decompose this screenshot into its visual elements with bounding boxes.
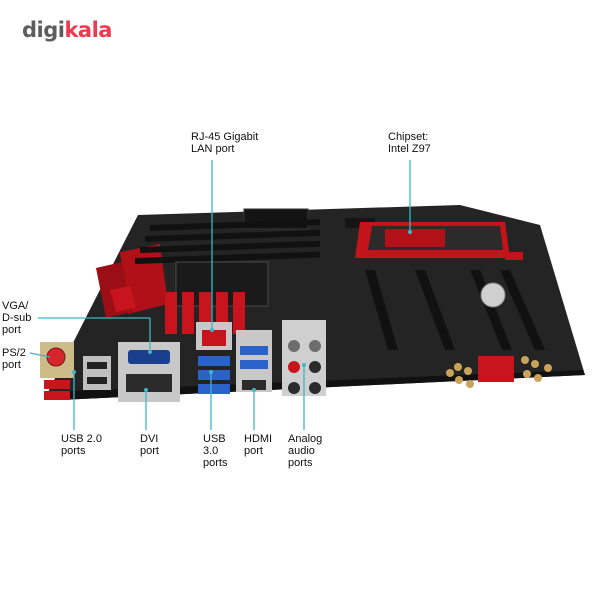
usb3-hdmi-ports: [236, 330, 272, 392]
audio-capacitors: [446, 356, 552, 388]
lan-usb3-ports: [196, 322, 232, 394]
usb2-label: USB 2.0 ports: [61, 433, 102, 457]
digikala-logo: digikala: [22, 18, 112, 42]
dvi-label: DVI port: [140, 433, 159, 457]
leader-lines: [29, 160, 411, 430]
usb2-ports: [44, 356, 111, 400]
ps2-label: PS/2 port: [2, 347, 26, 371]
audio-chip: [478, 356, 514, 382]
rj45-label: RJ-45 Gigabit LAN port: [191, 131, 259, 155]
ps2-port: [40, 342, 74, 378]
chipset-label: Chipset: Intel Z97: [388, 131, 431, 155]
vga-label: VGA/ D-sub port: [2, 300, 32, 336]
pcie-slots: [365, 270, 545, 350]
hdmi-label: HDMI port: [244, 433, 273, 457]
audio-ports: [282, 320, 326, 396]
cmos-battery: [480, 282, 506, 308]
usb3-label: USB 3.0 ports: [203, 433, 228, 469]
ps2-leader: [29, 352, 51, 358]
msi-dragon-logo: [385, 229, 445, 247]
audio-label: Analog audio ports: [288, 433, 323, 469]
vga-leader: [38, 317, 151, 352]
ram-slots: [135, 219, 321, 264]
leader-dots: [72, 230, 412, 392]
